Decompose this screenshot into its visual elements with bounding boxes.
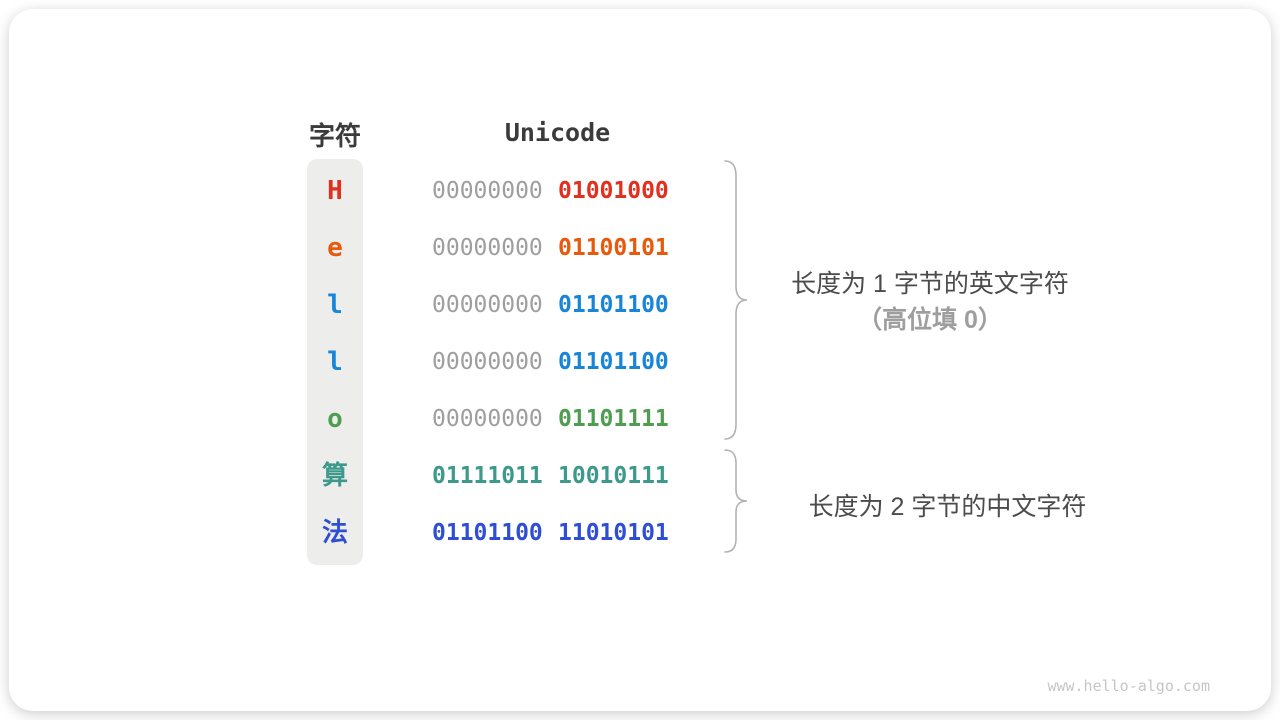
- watermark: www.hello-algo.com: [1047, 677, 1210, 695]
- character-cell: H: [327, 176, 343, 206]
- unicode-byte-high: 00000000: [432, 406, 543, 432]
- character-cell: e: [327, 233, 343, 263]
- unicode-byte-low: 01101100: [558, 349, 669, 375]
- table-row: 算 01111011 10010111: [0, 460, 1280, 492]
- brace-2byte-group: [724, 449, 748, 553]
- unicode-byte-low: 01001000: [558, 178, 669, 204]
- column-header-character: 字符: [308, 121, 361, 151]
- unicode-byte-low: 11010101: [558, 520, 669, 546]
- character-cell: 算: [321, 461, 348, 491]
- character-cell: l: [327, 290, 343, 320]
- annotation-1byte-line1: 长度为 1 字节的英文字符: [791, 270, 1069, 298]
- character-cell: 法: [321, 518, 348, 548]
- unicode-byte-low: 01100101: [558, 235, 669, 261]
- annotation-1byte-line2: （高位填 0）: [857, 306, 1003, 334]
- annotation-2byte: 长度为 2 字节的中文字符: [808, 493, 1087, 521]
- unicode-byte-high: 01101100: [432, 520, 543, 546]
- brace-1byte-group: [724, 160, 748, 440]
- unicode-byte-high: 00000000: [432, 178, 543, 204]
- unicode-byte-high: 00000000: [432, 292, 543, 318]
- unicode-byte-low: 01101111: [558, 406, 669, 432]
- unicode-byte-low: 10010111: [558, 463, 669, 489]
- table-row: o 00000000 01101111: [0, 403, 1280, 435]
- character-cell: o: [327, 404, 343, 434]
- character-cell: l: [327, 347, 343, 377]
- table-row: e 00000000 01100101: [0, 232, 1280, 264]
- table-row: l 00000000 01101100: [0, 346, 1280, 378]
- annotation-1byte: 长度为 1 字节的英文字符 （高位填 0）: [775, 266, 1085, 338]
- unicode-byte-high: 00000000: [432, 235, 543, 261]
- table-row: 法 01101100 11010101: [0, 517, 1280, 549]
- table-row: H 00000000 01001000: [0, 175, 1280, 207]
- unicode-byte-high: 00000000: [432, 349, 543, 375]
- unicode-byte-high: 01111011: [432, 463, 543, 489]
- unicode-byte-low: 01101100: [558, 292, 669, 318]
- column-header-unicode: Unicode: [504, 118, 611, 147]
- character-column-background: [307, 159, 363, 565]
- figure-card: [9, 9, 1271, 711]
- table-row: l 00000000 01101100: [0, 289, 1280, 321]
